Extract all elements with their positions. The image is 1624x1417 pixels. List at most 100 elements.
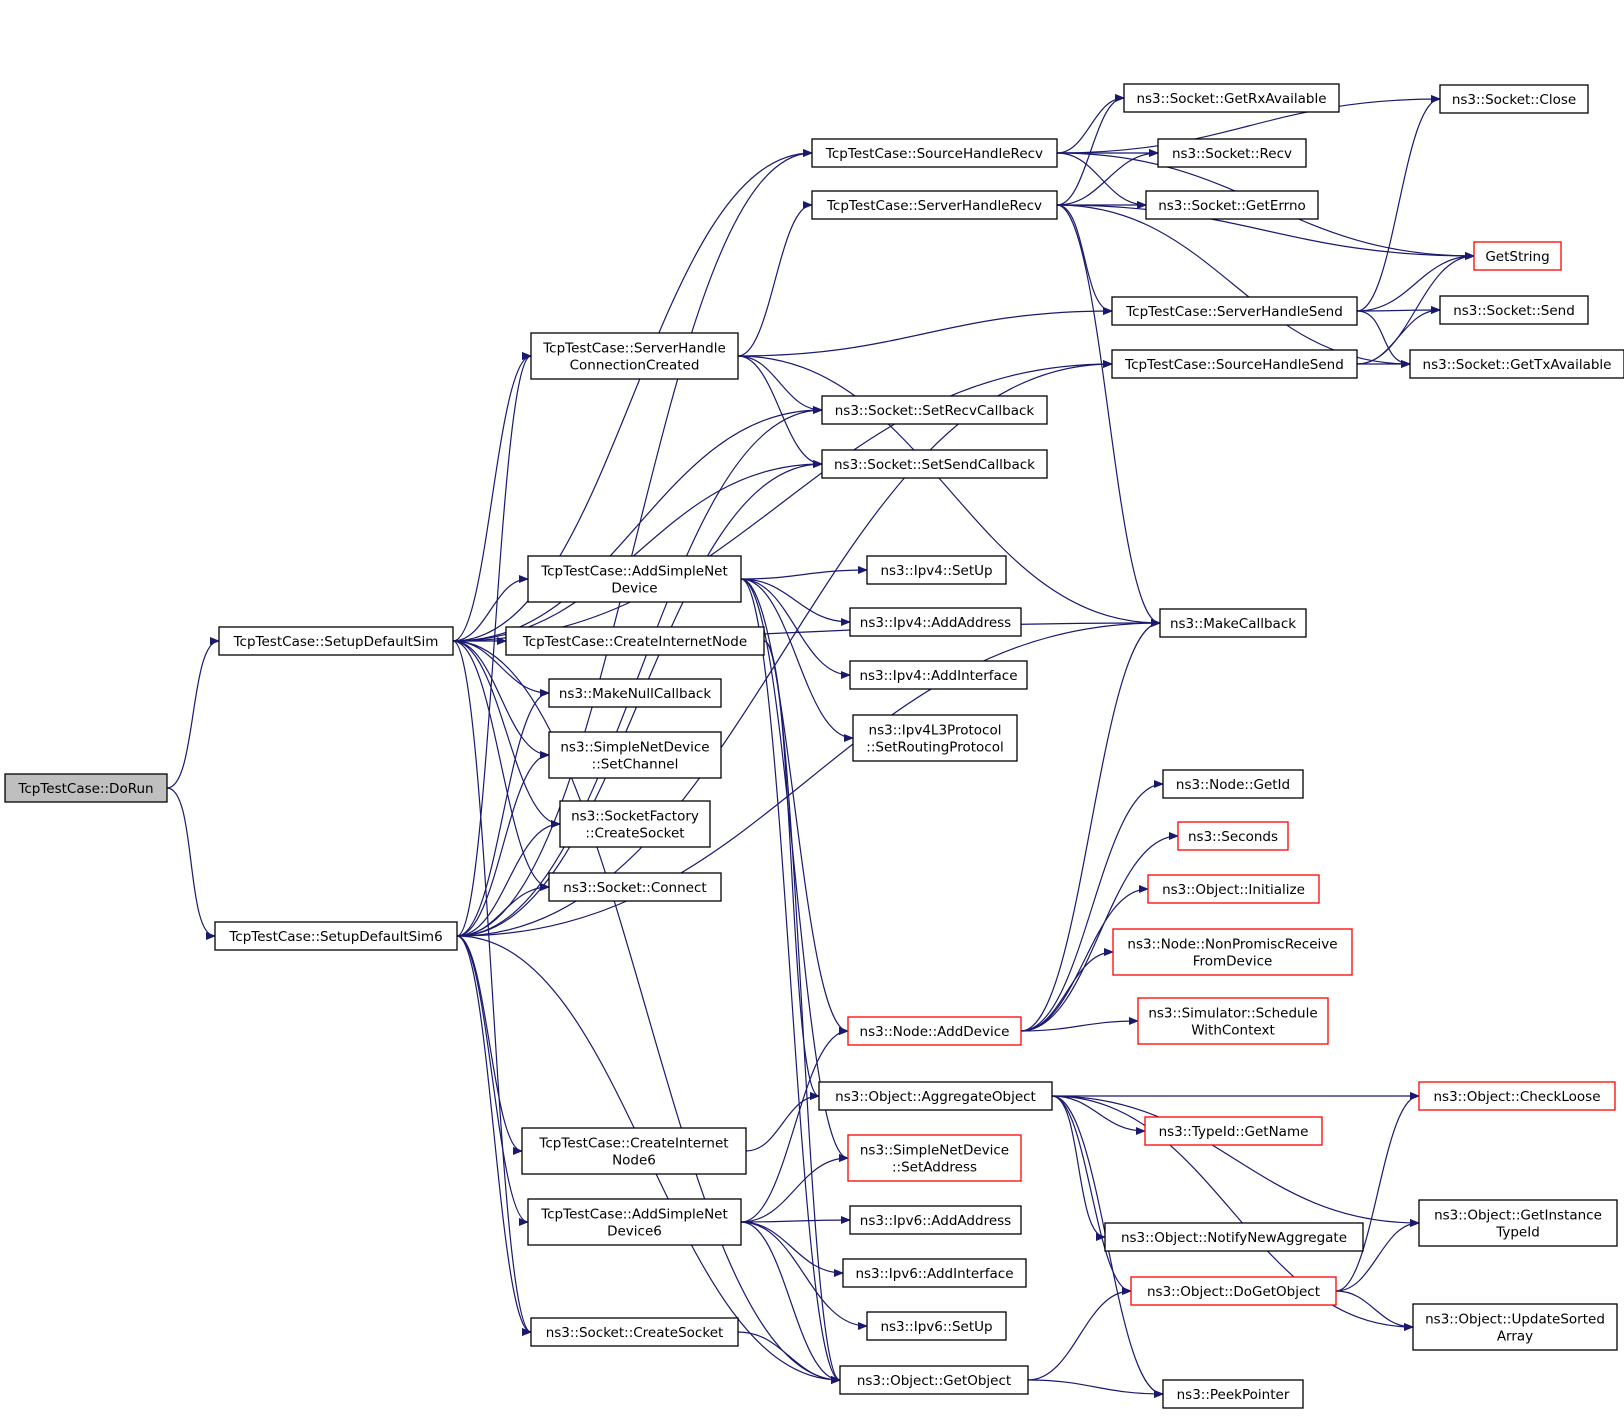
- call-edge-nad-to-ngid: [1020, 780, 1164, 1032]
- graph-node-snsc[interactable]: ns3::SimpleNetDevice::SetChannel: [548, 731, 722, 779]
- graph-node-gtx[interactable]: ns3::Socket::GetTxAvailable: [1409, 349, 1624, 379]
- graph-node-onna[interactable]: ns3::Object::NotifyNewAggregate: [1104, 1222, 1364, 1252]
- graph-node-shcc[interactable]: TcpTestCase::ServerHandleConnectionCreat…: [530, 332, 739, 380]
- node-label: ns3::MakeCallback: [1170, 616, 1296, 632]
- graph-node-oinit[interactable]: ns3::Object::Initialize: [1147, 874, 1320, 904]
- graph-node-nad[interactable]: ns3::Node::AddDevice: [847, 1016, 1022, 1046]
- node-label: ::SetRoutingProtocol: [866, 740, 1003, 756]
- call-edge-asnd6-to-ip6up: [740, 1221, 868, 1330]
- call-edge-svhr-to-gtx: [1056, 204, 1411, 368]
- graph-node-scs[interactable]: ns3::Socket::CreateSocket: [530, 1317, 739, 1347]
- node-box: [811, 138, 1058, 168]
- graph-node-sclose[interactable]: ns3::Socket::Close: [1439, 84, 1589, 114]
- graph-node-sconn[interactable]: ns3::Socket::Connect: [548, 872, 722, 902]
- graph-node-srcb[interactable]: ns3::Socket::SetRecvCallback: [821, 395, 1048, 425]
- graph-node-ip6if[interactable]: ns3::Ipv6::AddInterface: [842, 1258, 1027, 1288]
- edges-layer: [166, 94, 1475, 1398]
- node-box: [866, 555, 1007, 585]
- nodes-layer: TcpTestCase::DoRunTcpTestCase::SetupDefa…: [4, 83, 1624, 1409]
- call-edge-sim6-to-mcb: [456, 619, 1161, 937]
- call-edge-odgo-to-ogit: [1335, 1219, 1420, 1292]
- graph-node-ip4up[interactable]: ns3::Ipv4::SetUp: [866, 555, 1007, 585]
- graph-node-dorun[interactable]: TcpTestCase::DoRun: [4, 773, 168, 803]
- call-edge-sim-to-snsc: [452, 640, 550, 759]
- graph-node-sim[interactable]: TcpTestCase::SetupDefaultSim: [218, 626, 454, 656]
- call-edge-asnd-to-ip4rp: [740, 578, 854, 742]
- graph-node-sfcs[interactable]: ns3::SocketFactory::CreateSocket: [559, 800, 711, 848]
- node-label: TcpTestCase::DoRun: [17, 781, 153, 797]
- call-edge-shcc-to-svhr: [737, 201, 813, 357]
- call-edge-nad-to-secs: [1020, 832, 1179, 1032]
- graph-node-mnc[interactable]: ns3::MakeNullCallback: [548, 678, 722, 708]
- node-label: ns3::Node::NonPromiscReceive: [1127, 937, 1337, 953]
- call-edge-odgo-to-ocl: [1335, 1092, 1420, 1292]
- call-edge-shcc-to-mcb: [737, 355, 1161, 627]
- graph-node-svhs[interactable]: TcpTestCase::ServerHandleSend: [1111, 296, 1358, 326]
- call-edge-oagg-to-ousa: [1051, 1095, 1414, 1331]
- node-label: ns3::TypeId::GetName: [1159, 1124, 1309, 1140]
- node-box: [1177, 821, 1289, 851]
- graph-node-grx[interactable]: ns3::Socket::GetRxAvailable: [1123, 83, 1340, 113]
- graph-node-peek[interactable]: ns3::PeekPointer: [1162, 1379, 1304, 1409]
- graph-node-snsa[interactable]: ns3::SimpleNetDevice::SetAddress: [847, 1134, 1022, 1182]
- graph-node-mcb[interactable]: ns3::MakeCallback: [1159, 608, 1307, 638]
- call-edge-svhr-to-recv: [1056, 149, 1159, 206]
- node-label: WithContext: [1191, 1023, 1275, 1039]
- node-label: ns3::Seconds: [1188, 829, 1278, 845]
- call-edge-sim6-to-srcb: [456, 406, 823, 937]
- node-box: [1473, 241, 1562, 271]
- node-label: ns3::Ipv6::AddInterface: [855, 1266, 1013, 1282]
- call-edge-asnd-to-ogo: [740, 578, 841, 1384]
- graph-node-ip6up[interactable]: ns3::Ipv6::SetUp: [866, 1311, 1007, 1341]
- call-edge-cin6-to-oagg: [745, 1092, 820, 1152]
- graph-node-ip4if[interactable]: ns3::Ipv4::AddInterface: [849, 660, 1028, 690]
- node-label: ns3::Object::UpdateSorted: [1425, 1312, 1605, 1328]
- call-edge-odgo-to-ousa: [1335, 1290, 1414, 1331]
- node-box: [505, 626, 765, 656]
- node-label: ns3::Object::GetInstance: [1434, 1208, 1602, 1224]
- graph-node-ip4rp[interactable]: ns3::Ipv4L3Protocol::SetRoutingProtocol: [852, 714, 1018, 762]
- call-edge-sim-to-shcc: [452, 352, 532, 642]
- call-edge-svhr-to-gstr: [1056, 204, 1475, 260]
- graph-node-sscb[interactable]: ns3::Socket::SetSendCallback: [821, 449, 1048, 479]
- call-edge-svhr-to-svhs: [1056, 204, 1113, 315]
- graph-node-cin[interactable]: TcpTestCase::CreateInternetNode: [505, 626, 765, 656]
- node-label: ns3::Socket::Close: [1452, 92, 1576, 108]
- call-edge-sim6-to-shr: [456, 149, 813, 937]
- graph-node-ogo[interactable]: ns3::Object::GetObject: [839, 1365, 1029, 1395]
- graph-node-shr[interactable]: TcpTestCase::SourceHandleRecv: [811, 138, 1058, 168]
- node-label: GetString: [1485, 249, 1549, 265]
- graph-node-gstr[interactable]: GetString: [1473, 241, 1562, 271]
- node-label: ns3::Ipv4::AddAddress: [860, 615, 1011, 631]
- node-box: [1157, 138, 1307, 168]
- call-edge-asnd6-to-snsa: [740, 1154, 849, 1223]
- graph-node-ocl[interactable]: ns3::Object::CheckLoose: [1418, 1081, 1616, 1111]
- graph-node-odgo[interactable]: ns3::Object::DoGetObject: [1130, 1276, 1337, 1306]
- graph-node-sim6[interactable]: TcpTestCase::SetupDefaultSim6: [214, 921, 458, 951]
- graph-node-shs[interactable]: TcpTestCase::SourceHandleSend: [1111, 349, 1358, 379]
- graph-node-ip4addr[interactable]: ns3::Ipv4::AddAddress: [849, 607, 1022, 637]
- graph-node-secs[interactable]: ns3::Seconds: [1177, 821, 1289, 851]
- graph-node-oagg[interactable]: ns3::Object::AggregateObject: [818, 1081, 1053, 1111]
- graph-node-recv[interactable]: ns3::Socket::Recv: [1157, 138, 1307, 168]
- graph-node-svhr[interactable]: TcpTestCase::ServerHandleRecv: [811, 190, 1058, 220]
- node-box: [1412, 1303, 1618, 1351]
- node-box: [4, 773, 168, 803]
- node-label: ns3::Object::AggregateObject: [835, 1089, 1036, 1105]
- call-edge-asnd6-to-ip6addr: [740, 1216, 851, 1225]
- node-label: ns3::Ipv4::AddInterface: [859, 668, 1017, 684]
- call-edge-sim6-to-scs: [456, 935, 532, 1336]
- graph-node-ngid[interactable]: ns3::Node::GetId: [1162, 769, 1304, 799]
- graph-node-tgn[interactable]: ns3::TypeId::GetName: [1144, 1116, 1323, 1146]
- graph-node-ip6addr[interactable]: ns3::Ipv6::AddAddress: [849, 1205, 1022, 1235]
- graph-node-gerr[interactable]: ns3::Socket::GetErrno: [1145, 190, 1319, 220]
- call-edge-oagg-to-onna: [1051, 1095, 1106, 1241]
- graph-node-ssend[interactable]: ns3::Socket::Send: [1439, 295, 1589, 325]
